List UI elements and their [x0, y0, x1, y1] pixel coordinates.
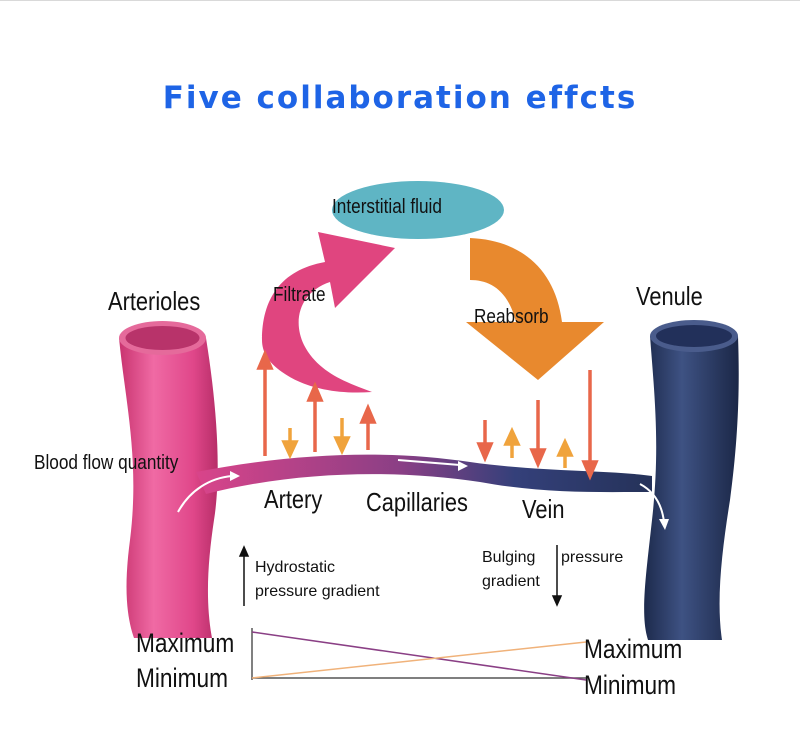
reabsorb-arrow-icon: [466, 238, 604, 380]
up-arrow-icon: [556, 437, 574, 457]
up-arrow-icon: [503, 426, 521, 446]
capillary-band: [196, 454, 652, 494]
down-arrow-icon: [281, 440, 299, 460]
top-divider: [0, 0, 800, 1]
blood-flow-quantity-label: Blood flow quantity: [34, 452, 179, 474]
pressure-label: pressure: [561, 549, 624, 566]
right-maximum-label: Maximum: [584, 634, 683, 664]
hydrostatic-label: Hydrostatic: [255, 559, 336, 576]
hydrostatic-gradient-label: pressure gradient: [255, 583, 380, 600]
right-minimum-label: Minimum: [584, 670, 676, 700]
gradient-label: gradient: [482, 573, 540, 590]
up-arrow-icon: [306, 381, 324, 402]
down-arrow-icon: [551, 595, 563, 607]
up-arrow-icon: [256, 349, 274, 370]
flow-arrow-icon: [177, 459, 665, 523]
left-maximum-label: Maximum: [136, 628, 235, 658]
reabsorb-label: Reabsorb: [474, 306, 549, 328]
capillaries-label: Capillaries: [366, 487, 468, 517]
arterioles-label: Arterioles: [108, 286, 201, 316]
interstitial-fluid-shape: [332, 181, 504, 239]
down-arrow-icon: [476, 442, 494, 463]
exchange-arrows: [256, 349, 599, 481]
venule-label: Venule: [636, 281, 703, 311]
vein-label: Vein: [522, 494, 565, 524]
venule-vessel: [644, 320, 739, 640]
arteriole-vessel: [119, 321, 218, 638]
down-arrow-icon: [529, 448, 547, 469]
up-arrow-icon: [359, 403, 377, 424]
down-arrow-icon: [581, 460, 599, 481]
left-minimum-label: Minimum: [136, 663, 228, 693]
filtrate-label: Filtrate: [273, 284, 326, 306]
artery-label: Artery: [264, 484, 323, 514]
page-title: Five collaboration effcts: [162, 80, 638, 116]
interstitial-fluid-label: Interstitial fluid: [332, 196, 442, 218]
pressure-scale: [251, 628, 587, 681]
flow-arrowhead-icon: [230, 471, 240, 481]
bulging-label: Bulging: [482, 549, 536, 566]
down-arrow-icon: [333, 436, 351, 456]
flow-arrowhead-icon: [458, 461, 468, 471]
filtrate-arrow-icon: [262, 232, 395, 393]
up-arrow-icon: [238, 545, 250, 557]
flow-arrowhead-icon: [659, 519, 669, 530]
